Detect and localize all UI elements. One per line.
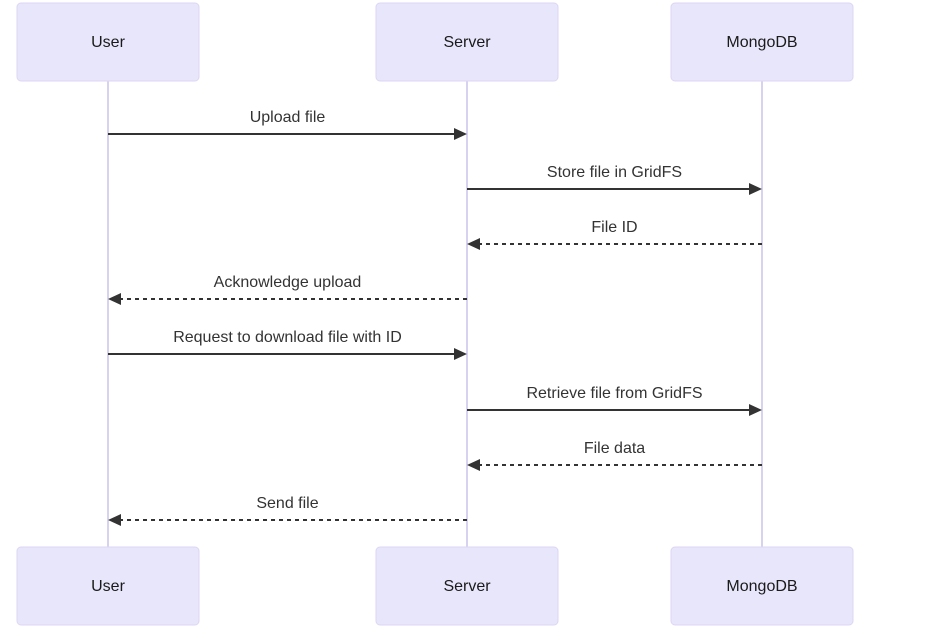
message-3[interactable]: File ID [467, 219, 762, 250]
message-4[interactable]: Acknowledge upload [108, 274, 467, 305]
message-8[interactable]: Send file [108, 495, 467, 526]
message-label-8: Send file [256, 495, 318, 512]
message-5[interactable]: Request to download file with ID [108, 329, 467, 360]
actor-box-mongodb-bottom[interactable]: MongoDB [670, 546, 854, 626]
actor-box-rect-user [16, 546, 200, 626]
actor-label-user: User [91, 578, 125, 595]
actor-box-server-bottom[interactable]: Server [375, 546, 559, 626]
lifelines-group [107, 81, 763, 547]
actor-label-server: Server [443, 34, 491, 51]
message-label-3: File ID [591, 219, 637, 236]
actor-box-rect-mongodb [670, 546, 854, 626]
message-arrowhead-7 [467, 459, 480, 471]
actor-boxes-bottom-group: User Server MongoDB [16, 546, 854, 626]
message-2[interactable]: Store file in GridFS [467, 164, 762, 195]
message-1[interactable]: Upload file [108, 109, 467, 140]
message-label-6: Retrieve file from GridFS [526, 385, 702, 402]
message-arrowhead-6 [749, 404, 762, 416]
actor-boxes-top-group: User Server MongoDB [16, 2, 854, 82]
message-label-1: Upload file [250, 109, 326, 126]
actor-box-rect-server [375, 2, 559, 82]
actor-label-mongodb: MongoDB [726, 578, 797, 595]
actor-label-mongodb: MongoDB [726, 34, 797, 51]
message-7[interactable]: File data [467, 440, 762, 471]
message-arrowhead-8 [108, 514, 121, 526]
message-label-4: Acknowledge upload [214, 274, 362, 291]
message-arrowhead-1 [454, 128, 467, 140]
message-label-2: Store file in GridFS [547, 164, 682, 181]
message-arrowhead-4 [108, 293, 121, 305]
message-arrowhead-5 [454, 348, 467, 360]
message-label-7: File data [584, 440, 645, 457]
message-arrowhead-3 [467, 238, 480, 250]
actor-box-user-top[interactable]: User [16, 2, 200, 82]
actor-box-rect-server [375, 546, 559, 626]
actor-box-rect-mongodb [670, 2, 854, 82]
message-label-5: Request to download file with ID [173, 329, 402, 346]
actor-box-server-top[interactable]: Server [375, 2, 559, 82]
actor-label-user: User [91, 34, 125, 51]
actor-box-mongodb-top[interactable]: MongoDB [670, 2, 854, 82]
actor-box-user-bottom[interactable]: User [16, 546, 200, 626]
actor-label-server: Server [443, 578, 491, 595]
message-6[interactable]: Retrieve file from GridFS [467, 385, 762, 416]
actor-box-rect-user [16, 2, 200, 82]
message-arrowhead-2 [749, 183, 762, 195]
